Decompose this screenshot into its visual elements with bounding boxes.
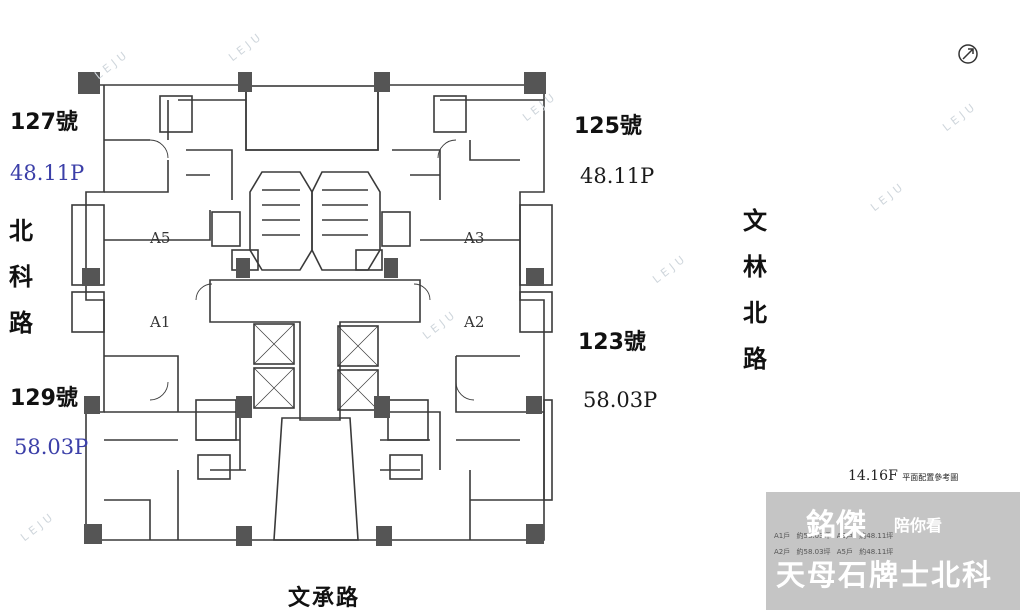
elevator-3 (337, 325, 379, 367)
legend-table: A1戶 約58.03坪 A3戶 約48.11坪 A2戶 約58.03坪 A5戶 … (774, 528, 914, 560)
badge-brand-name: 銘傑 (806, 508, 866, 543)
road-left-char: 科 (9, 263, 33, 291)
road-left-char: 北 (9, 217, 33, 245)
legend-cell: 約58.03坪 (796, 532, 831, 540)
legend-cell: 約58.03坪 (796, 548, 831, 556)
unit-label-a3: A3 (464, 229, 485, 247)
legend-row: A2戶 約58.03坪 A5戶 約48.11坪 (774, 544, 914, 560)
legend-cell: A3戶 (836, 532, 854, 540)
road-right-char: 文 (743, 207, 767, 235)
stair-core (249, 171, 313, 271)
area-129: 58.03P (14, 435, 89, 459)
brand-badge: A1戶 約58.03坪 A3戶 約48.11坪 A2戶 約58.03坪 A5戶 … (766, 492, 1020, 610)
area-123: 58.03P (583, 388, 658, 412)
road-right-char: 路 (743, 345, 767, 373)
legend-cell: A5戶 (836, 548, 854, 556)
road-right-char: 林 (743, 253, 767, 281)
road-bottom: 文承路 (288, 586, 361, 611)
legend-cell: 約48.11坪 (859, 532, 894, 540)
badge-area-name: 天母石牌士北科 (776, 558, 994, 592)
elevator-4 (337, 369, 379, 411)
unit-label-a5: A5 (150, 229, 171, 247)
bottom-courtyard (273, 417, 359, 541)
top-courtyard (245, 85, 379, 151)
legend-row: A1戶 約58.03坪 A3戶 約48.11坪 (774, 528, 914, 544)
corridor (209, 279, 421, 421)
legend: 14.16F 平面配置參考圖 (848, 468, 998, 484)
road-right: 文 林 北 路 (740, 198, 770, 382)
legend-floor: 14.16F (848, 468, 898, 484)
road-right-char: 北 (743, 299, 767, 327)
legend-cell: 約48.11坪 (859, 548, 894, 556)
address-129: 129號 (10, 386, 78, 411)
unit-label-a2: A2 (464, 313, 485, 331)
address-123: 123號 (578, 330, 646, 355)
legend-cell: A2戶 (774, 548, 791, 556)
legend-cell: A1戶 (774, 532, 791, 540)
road-left: 北 科 路 (6, 208, 36, 346)
area-125: 48.11P (580, 164, 655, 188)
unit-label-a1: A1 (150, 313, 171, 331)
badge-tagline: 陪你看 (894, 516, 943, 535)
address-125: 125號 (574, 114, 642, 139)
legend-subtitle: 平面配置參考圖 (902, 473, 959, 482)
elevator-2 (253, 367, 295, 409)
legend-title: 14.16F 平面配置參考圖 (848, 468, 998, 484)
north-arrow-icon (958, 44, 978, 64)
road-left-char: 路 (9, 309, 33, 337)
elevator-1 (253, 323, 295, 365)
address-127: 127號 (10, 110, 78, 135)
area-127: 48.11P (10, 161, 85, 185)
